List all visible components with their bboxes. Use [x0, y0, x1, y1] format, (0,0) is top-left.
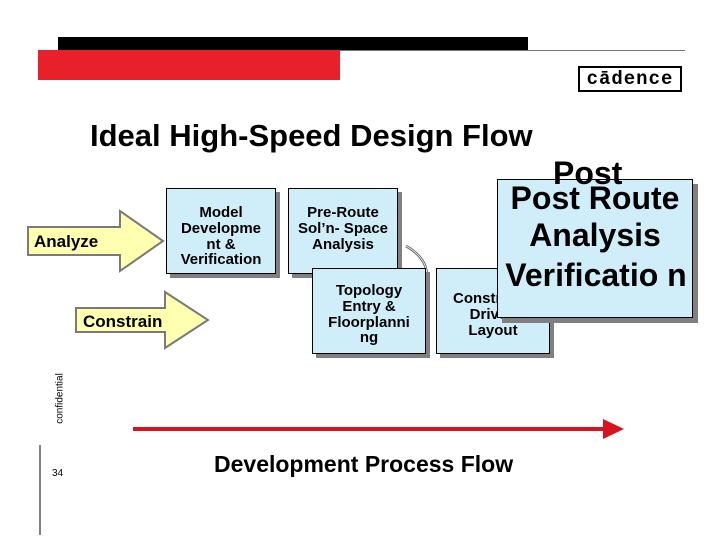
verification-label: Verificatio n	[505, 257, 687, 293]
header-black-bar	[58, 37, 528, 50]
topology-label: Topology Entry & Floorplanni ng	[328, 282, 410, 347]
development-flow-label: Development Process Flow	[214, 451, 514, 477]
post-route-analysis-label: Post Route Analysis	[510, 180, 680, 253]
header-rule	[340, 50, 685, 51]
analyze-arrow	[27, 209, 165, 273]
post-route-overflow-text: Post	[553, 155, 623, 191]
pre-route-label: Pre-Route Sol’n- Space Analysis	[297, 204, 389, 253]
pre-route-box: Pre-Route Sol’n- Space Analysis	[288, 188, 398, 274]
model-development-label: Model Developme nt & Verification	[180, 204, 262, 269]
page-number: 34	[52, 468, 64, 479]
topology-box: Topology Entry & Floorplanni ng	[312, 268, 426, 354]
analyze-label: Analyze	[34, 232, 99, 251]
model-development-box: Model Developme nt & Verification	[166, 188, 276, 274]
cadence-logo-text: cādence	[586, 68, 674, 90]
header-red-bar	[38, 50, 340, 80]
page-title: Ideal High-Speed Design Flow	[90, 118, 533, 153]
constrain-arrow	[75, 290, 210, 350]
confidential-label: confidential	[54, 373, 66, 424]
cadence-logo: cādence	[578, 66, 682, 92]
post-route-analysis-box: Post Route Analysis	[497, 179, 693, 318]
constrain-label: Constrain	[83, 312, 163, 331]
development-flow-arrowhead	[603, 419, 624, 439]
